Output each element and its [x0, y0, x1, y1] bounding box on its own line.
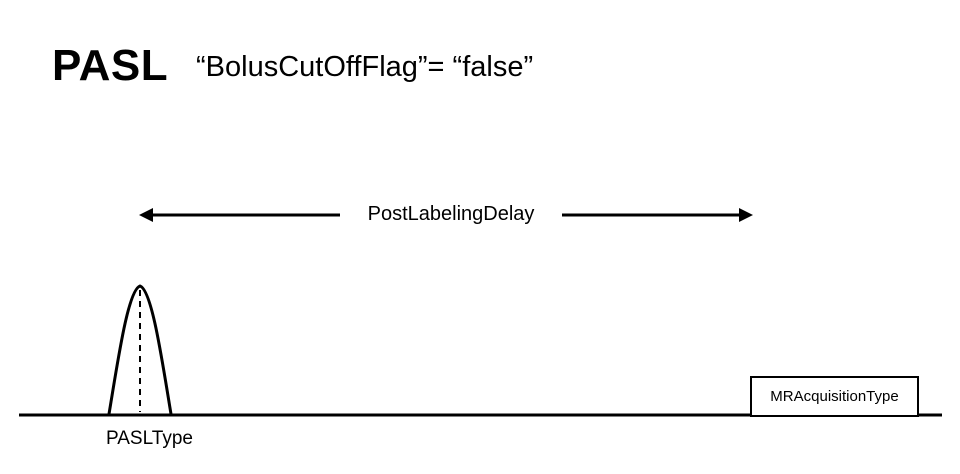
delay-arrow-left-head: [139, 208, 153, 222]
bolus-cutoff-flag-text: “BolusCutOffFlag”= “false”: [196, 51, 534, 83]
diagram-title: PASL: [52, 41, 169, 90]
delay-arrow-right-head: [739, 208, 753, 222]
pasl-type-label: PASLType: [106, 428, 193, 449]
post-labeling-delay-label: PostLabelingDelay: [340, 201, 562, 227]
mr-acquisition-type-box: MRAcquisitionType: [750, 376, 919, 417]
labeling-pulse: [107, 284, 173, 415]
